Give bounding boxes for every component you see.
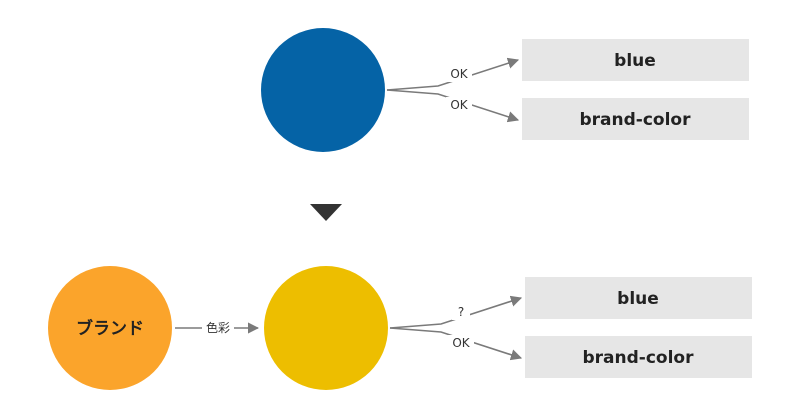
top-box-blue-label: blue: [614, 51, 656, 71]
down-arrow-triangle: [310, 204, 342, 221]
top-box-brand-color-label: brand-color: [580, 110, 692, 130]
bottom-box-blue: [525, 277, 752, 319]
orange-circle-node: [48, 266, 172, 390]
bottom-box-brand-color: [525, 336, 752, 378]
top-edge-label-1: OK: [450, 67, 468, 81]
top-edge-label-2: OK: [450, 98, 468, 112]
bottom-box-blue-label: blue: [617, 289, 659, 309]
top-edge-ok-brand: [386, 89, 520, 123]
bottom-edge-label-color: 色彩: [206, 321, 230, 335]
blue-circle-node: [261, 28, 385, 152]
brand-node-label: ブランド: [76, 318, 144, 339]
bottom-edge-label-2: OK: [452, 336, 470, 350]
yellow-circle-node: [264, 266, 388, 390]
bottom-edge-label-1: ?: [458, 305, 464, 319]
bottom-edge-ok-brand: [389, 327, 523, 361]
top-box-blue: [522, 39, 749, 81]
bottom-box-brand-color-label: brand-color: [583, 348, 695, 368]
bottom-edge-question-blue: [389, 295, 523, 329]
top-edge-ok-blue: [386, 57, 520, 91]
top-box-brand-color: [522, 98, 749, 140]
